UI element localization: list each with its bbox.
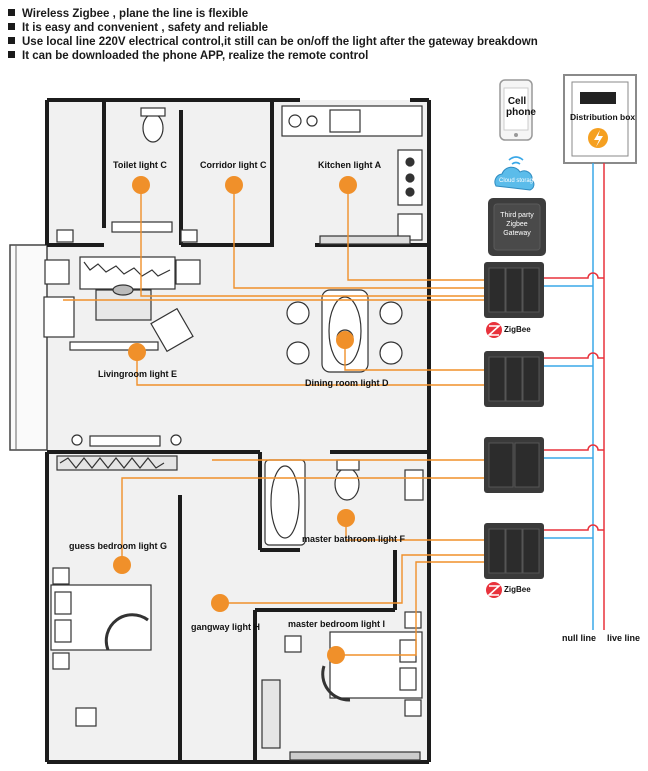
phone-icon xyxy=(499,79,533,141)
zigbee-logo-icon xyxy=(486,582,502,598)
feature-item: It can be downloaded the phone APP, real… xyxy=(8,50,368,63)
master-light-label: master bedroom light I xyxy=(288,619,386,629)
feature-item: Use local line 220V electrical control,i… xyxy=(8,36,538,49)
live-line-label: live line xyxy=(607,633,641,643)
control-wires xyxy=(63,185,492,656)
gangway-light-label: gangway light H xyxy=(191,622,261,632)
walls xyxy=(45,98,431,764)
cloud-label: Cloud storage xyxy=(499,178,537,184)
switch-panels xyxy=(484,262,544,579)
wifi-icon xyxy=(508,156,524,165)
light-guest xyxy=(113,556,131,574)
livingroom-light-label: Livingroom light E xyxy=(98,369,177,379)
light-dining xyxy=(336,331,354,349)
kitchen-light-label: Kitchen light A xyxy=(318,160,382,170)
gateway-label: Third party Zigbee Gateway xyxy=(500,212,534,237)
distribution-box-icon xyxy=(563,74,637,164)
toilet-light-label: Toilet light C xyxy=(113,160,167,170)
living-room-furniture xyxy=(43,256,201,353)
light-livingroom xyxy=(128,343,146,361)
lights xyxy=(113,176,357,664)
zigbee-label: ZigBee xyxy=(504,585,531,594)
feature-item: It is easy and convenient , safety and r… xyxy=(8,22,268,35)
zigbee-label: ZigBee xyxy=(504,325,531,334)
master-bedroom-furniture xyxy=(261,611,423,761)
guest-light-label: guess bedroom light G xyxy=(69,541,168,551)
toilet-fixtures xyxy=(56,107,198,243)
feature-item: Wireless Zigbee , plane the line is flex… xyxy=(8,8,248,21)
light-gangway xyxy=(211,594,229,612)
light-bathroom xyxy=(337,509,355,527)
light-master xyxy=(327,646,345,664)
hall-cabinet xyxy=(56,434,182,471)
kitchen-fixtures xyxy=(281,105,423,245)
guest-bedroom-furniture xyxy=(50,567,152,727)
gateway-icon xyxy=(488,198,546,256)
bathroom-light-label: master bathroom light F xyxy=(302,534,406,544)
dining-light-label: Dining room light D xyxy=(305,378,389,388)
zigbee-logo-icon xyxy=(486,322,502,338)
distribution-box-label: Distribution box xyxy=(570,112,636,122)
power-lines xyxy=(544,163,605,630)
light-toilet xyxy=(132,176,150,194)
phone-label: Cell phone xyxy=(506,96,536,118)
light-corridor xyxy=(225,176,243,194)
corridor-light-label: Corridor light C xyxy=(200,160,267,170)
light-kitchen xyxy=(339,176,357,194)
cloud-icon xyxy=(494,166,535,191)
null-line-label: null line xyxy=(562,633,597,643)
